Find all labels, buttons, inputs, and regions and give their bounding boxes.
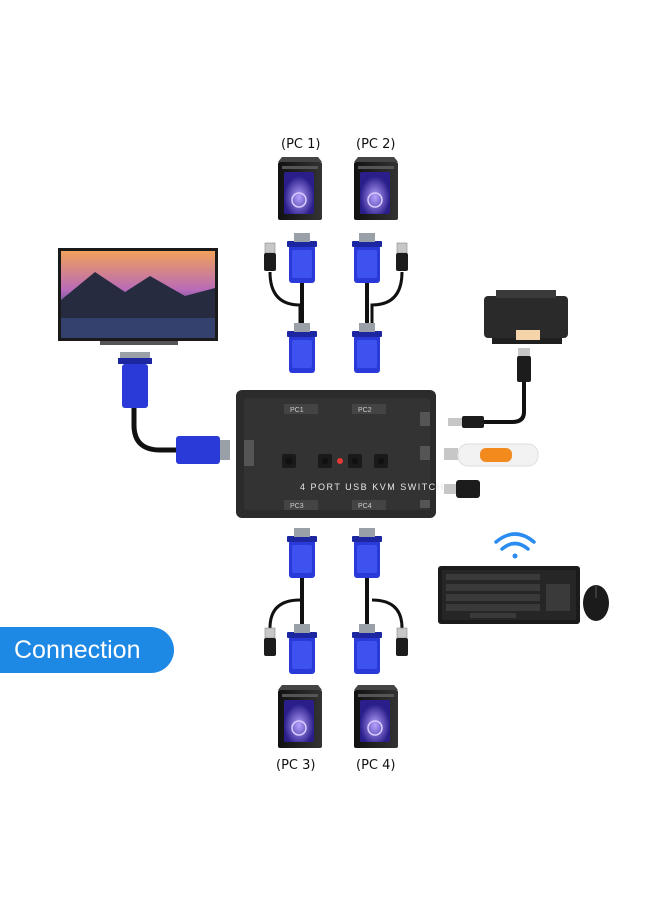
pc-tower-1 <box>278 157 322 220</box>
port-label-pc4: PC4 <box>358 503 372 510</box>
pc3-cable <box>264 528 317 674</box>
wifi-icon <box>496 534 534 559</box>
tv-icon <box>58 248 218 345</box>
printer-icon <box>484 290 568 344</box>
port-button-1[interactable] <box>282 454 296 468</box>
pc-tower-4 <box>354 685 398 748</box>
port-label-pc3: PC3 <box>290 503 304 510</box>
usb-receiver-icon <box>444 480 480 498</box>
pc-tower-2 <box>354 157 398 220</box>
connection-badge: Connection <box>0 627 174 673</box>
pc2-label: (PC 2) <box>356 137 395 152</box>
port-button-2[interactable] <box>318 454 332 468</box>
pc2-cable <box>352 233 408 373</box>
status-led <box>337 458 343 464</box>
usb-flash-drive-icon <box>444 444 538 466</box>
pc1-label: (PC 1) <box>281 137 320 152</box>
mouse-icon <box>583 585 609 621</box>
pc1-cable <box>264 233 317 373</box>
pc4-label: (PC 4) <box>356 758 395 773</box>
port-button-4[interactable] <box>374 454 388 468</box>
printer-cable <box>448 348 531 428</box>
keyboard-icon <box>438 566 580 624</box>
tv-vga-cable <box>118 352 230 464</box>
pc4-cable <box>352 528 408 674</box>
port-label-pc1: PC1 <box>290 407 304 414</box>
port-label-pc2: PC2 <box>358 407 372 414</box>
switch-title: 4 PORT USB KVM SWITCH <box>300 482 445 492</box>
port-button-3[interactable] <box>348 454 362 468</box>
pc-tower-3 <box>278 685 322 748</box>
kvm-switch <box>236 390 436 518</box>
pc3-label: (PC 3) <box>276 758 315 773</box>
